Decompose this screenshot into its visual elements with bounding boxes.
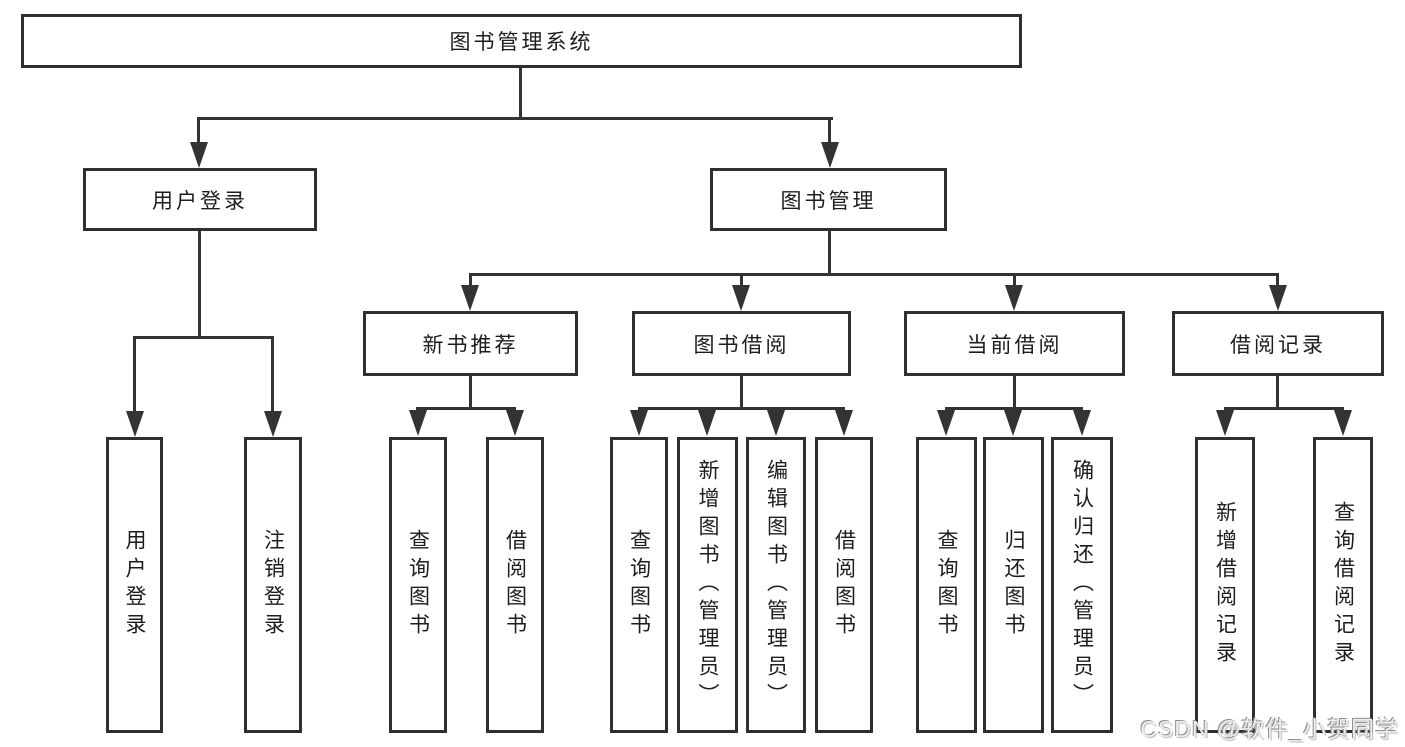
connector-current-borrow-hbar (945, 407, 1083, 410)
leaf-user-login: 用户登录 (106, 437, 163, 733)
connector-book-mgmt-drop-2 (740, 273, 743, 289)
leaf-query-book-2: 查询图书 (610, 437, 668, 733)
leaf-query-book-3-label: 查询图书 (935, 529, 958, 641)
connector-book-borrow-stem (740, 376, 743, 407)
leaf-query-borrow-record-label: 查询借阅记录 (1331, 501, 1355, 669)
node-new-book-recommend: 新书推荐 (363, 311, 578, 376)
leaf-borrow-book-2: 借阅图书 (815, 437, 873, 733)
leaf-return-book: 归还图书 (983, 437, 1044, 733)
arrow-down-icon (1269, 285, 1287, 311)
arrow-down-icon (732, 285, 750, 311)
node-new-book-recommend-label: 新书推荐 (422, 333, 519, 357)
connector-root-hbar (197, 117, 833, 120)
leaf-return-book-label: 归还图书 (1002, 529, 1025, 641)
node-borrow-record-label: 借阅记录 (1230, 333, 1326, 357)
connector-user-login-drop-1 (133, 336, 136, 413)
leaf-confirm-return-admin: 确认归还（管理员） (1051, 437, 1113, 733)
node-root-label: 图书管理系统 (449, 31, 594, 54)
arrow-down-icon (190, 142, 208, 168)
leaf-query-book-1: 查询图书 (389, 437, 447, 733)
node-user-login: 用户登录 (83, 168, 317, 231)
node-root: 图书管理系统 (21, 14, 1022, 68)
connector-current-borrow-stem (1013, 376, 1016, 407)
connector-borrow-record-stem (1276, 376, 1279, 407)
arrow-down-icon (1334, 410, 1352, 436)
node-current-borrow: 当前借阅 (904, 311, 1125, 376)
node-borrow-record: 借阅记录 (1172, 311, 1384, 376)
connector-root-left-drop (197, 117, 200, 145)
connector-user-login-drop-2 (271, 336, 274, 413)
arrow-down-icon (126, 411, 144, 437)
csdn-watermark: CSDN @软件_小贺同学 (1140, 716, 1399, 742)
leaf-query-book-1-label: 查询图书 (406, 529, 430, 641)
node-book-management: 图书管理 (710, 168, 947, 231)
leaf-query-book-2-label: 查询图书 (627, 529, 651, 641)
arrow-down-icon (1073, 410, 1091, 436)
arrow-down-icon (767, 410, 785, 436)
leaf-edit-book-admin-label: 编辑图书（管理员） (764, 459, 788, 711)
connector-book-mgmt-hbar (469, 273, 1279, 276)
arrow-down-icon (264, 411, 282, 437)
leaf-add-borrow-record: 新增借阅记录 (1195, 437, 1255, 733)
connector-root-stem (519, 68, 522, 117)
leaf-add-borrow-record-label: 新增借阅记录 (1213, 501, 1237, 669)
connector-book-mgmt-drop-1 (469, 273, 472, 289)
leaf-add-book-admin: 新增图书（管理员） (677, 437, 738, 733)
arrow-down-icon (630, 410, 648, 436)
leaf-logout-label: 注销登录 (261, 529, 285, 641)
connector-new-book-stem (469, 376, 472, 407)
connector-borrow-record-hbar (1224, 407, 1344, 410)
leaf-logout: 注销登录 (244, 437, 302, 733)
arrow-down-icon (1004, 410, 1022, 436)
arrow-down-icon (409, 410, 427, 436)
connector-root-right-drop (828, 117, 831, 145)
arrow-down-icon (1216, 410, 1234, 436)
connector-new-book-hbar (416, 407, 516, 410)
connector-book-mgmt-drop-3 (1013, 273, 1016, 289)
arrow-down-icon (461, 285, 479, 311)
node-book-borrow-label: 图书借阅 (693, 333, 790, 357)
leaf-query-borrow-record: 查询借阅记录 (1313, 437, 1373, 733)
leaf-user-login-label: 用户登录 (123, 529, 146, 641)
arrow-down-icon (937, 410, 955, 436)
connector-user-login-hbar (133, 336, 274, 339)
arrow-down-icon (506, 410, 524, 436)
node-current-borrow-label: 当前借阅 (966, 333, 1063, 357)
leaf-add-book-admin-label: 新增图书（管理员） (696, 459, 719, 711)
connector-book-mgmt-stem (828, 231, 831, 273)
leaf-query-book-3: 查询图书 (916, 437, 977, 733)
arrow-down-icon (821, 142, 839, 168)
leaf-confirm-return-admin-label: 确认归还（管理员） (1070, 459, 1094, 711)
connector-book-borrow-hbar (638, 407, 845, 410)
leaf-edit-book-admin: 编辑图书（管理员） (746, 437, 806, 733)
arrow-down-icon (1005, 285, 1023, 311)
leaf-borrow-book-1: 借阅图书 (486, 437, 544, 733)
connector-book-mgmt-drop-4 (1276, 273, 1279, 289)
arrow-down-icon (835, 410, 853, 436)
leaf-borrow-book-2-label: 借阅图书 (832, 529, 856, 641)
node-user-login-label: 用户登录 (152, 189, 248, 213)
node-book-management-label: 图书管理 (780, 189, 877, 213)
node-book-borrow: 图书借阅 (632, 311, 851, 376)
arrow-down-icon (698, 410, 716, 436)
connector-user-login-stem (198, 231, 201, 336)
leaf-borrow-book-1-label: 借阅图书 (503, 529, 527, 641)
